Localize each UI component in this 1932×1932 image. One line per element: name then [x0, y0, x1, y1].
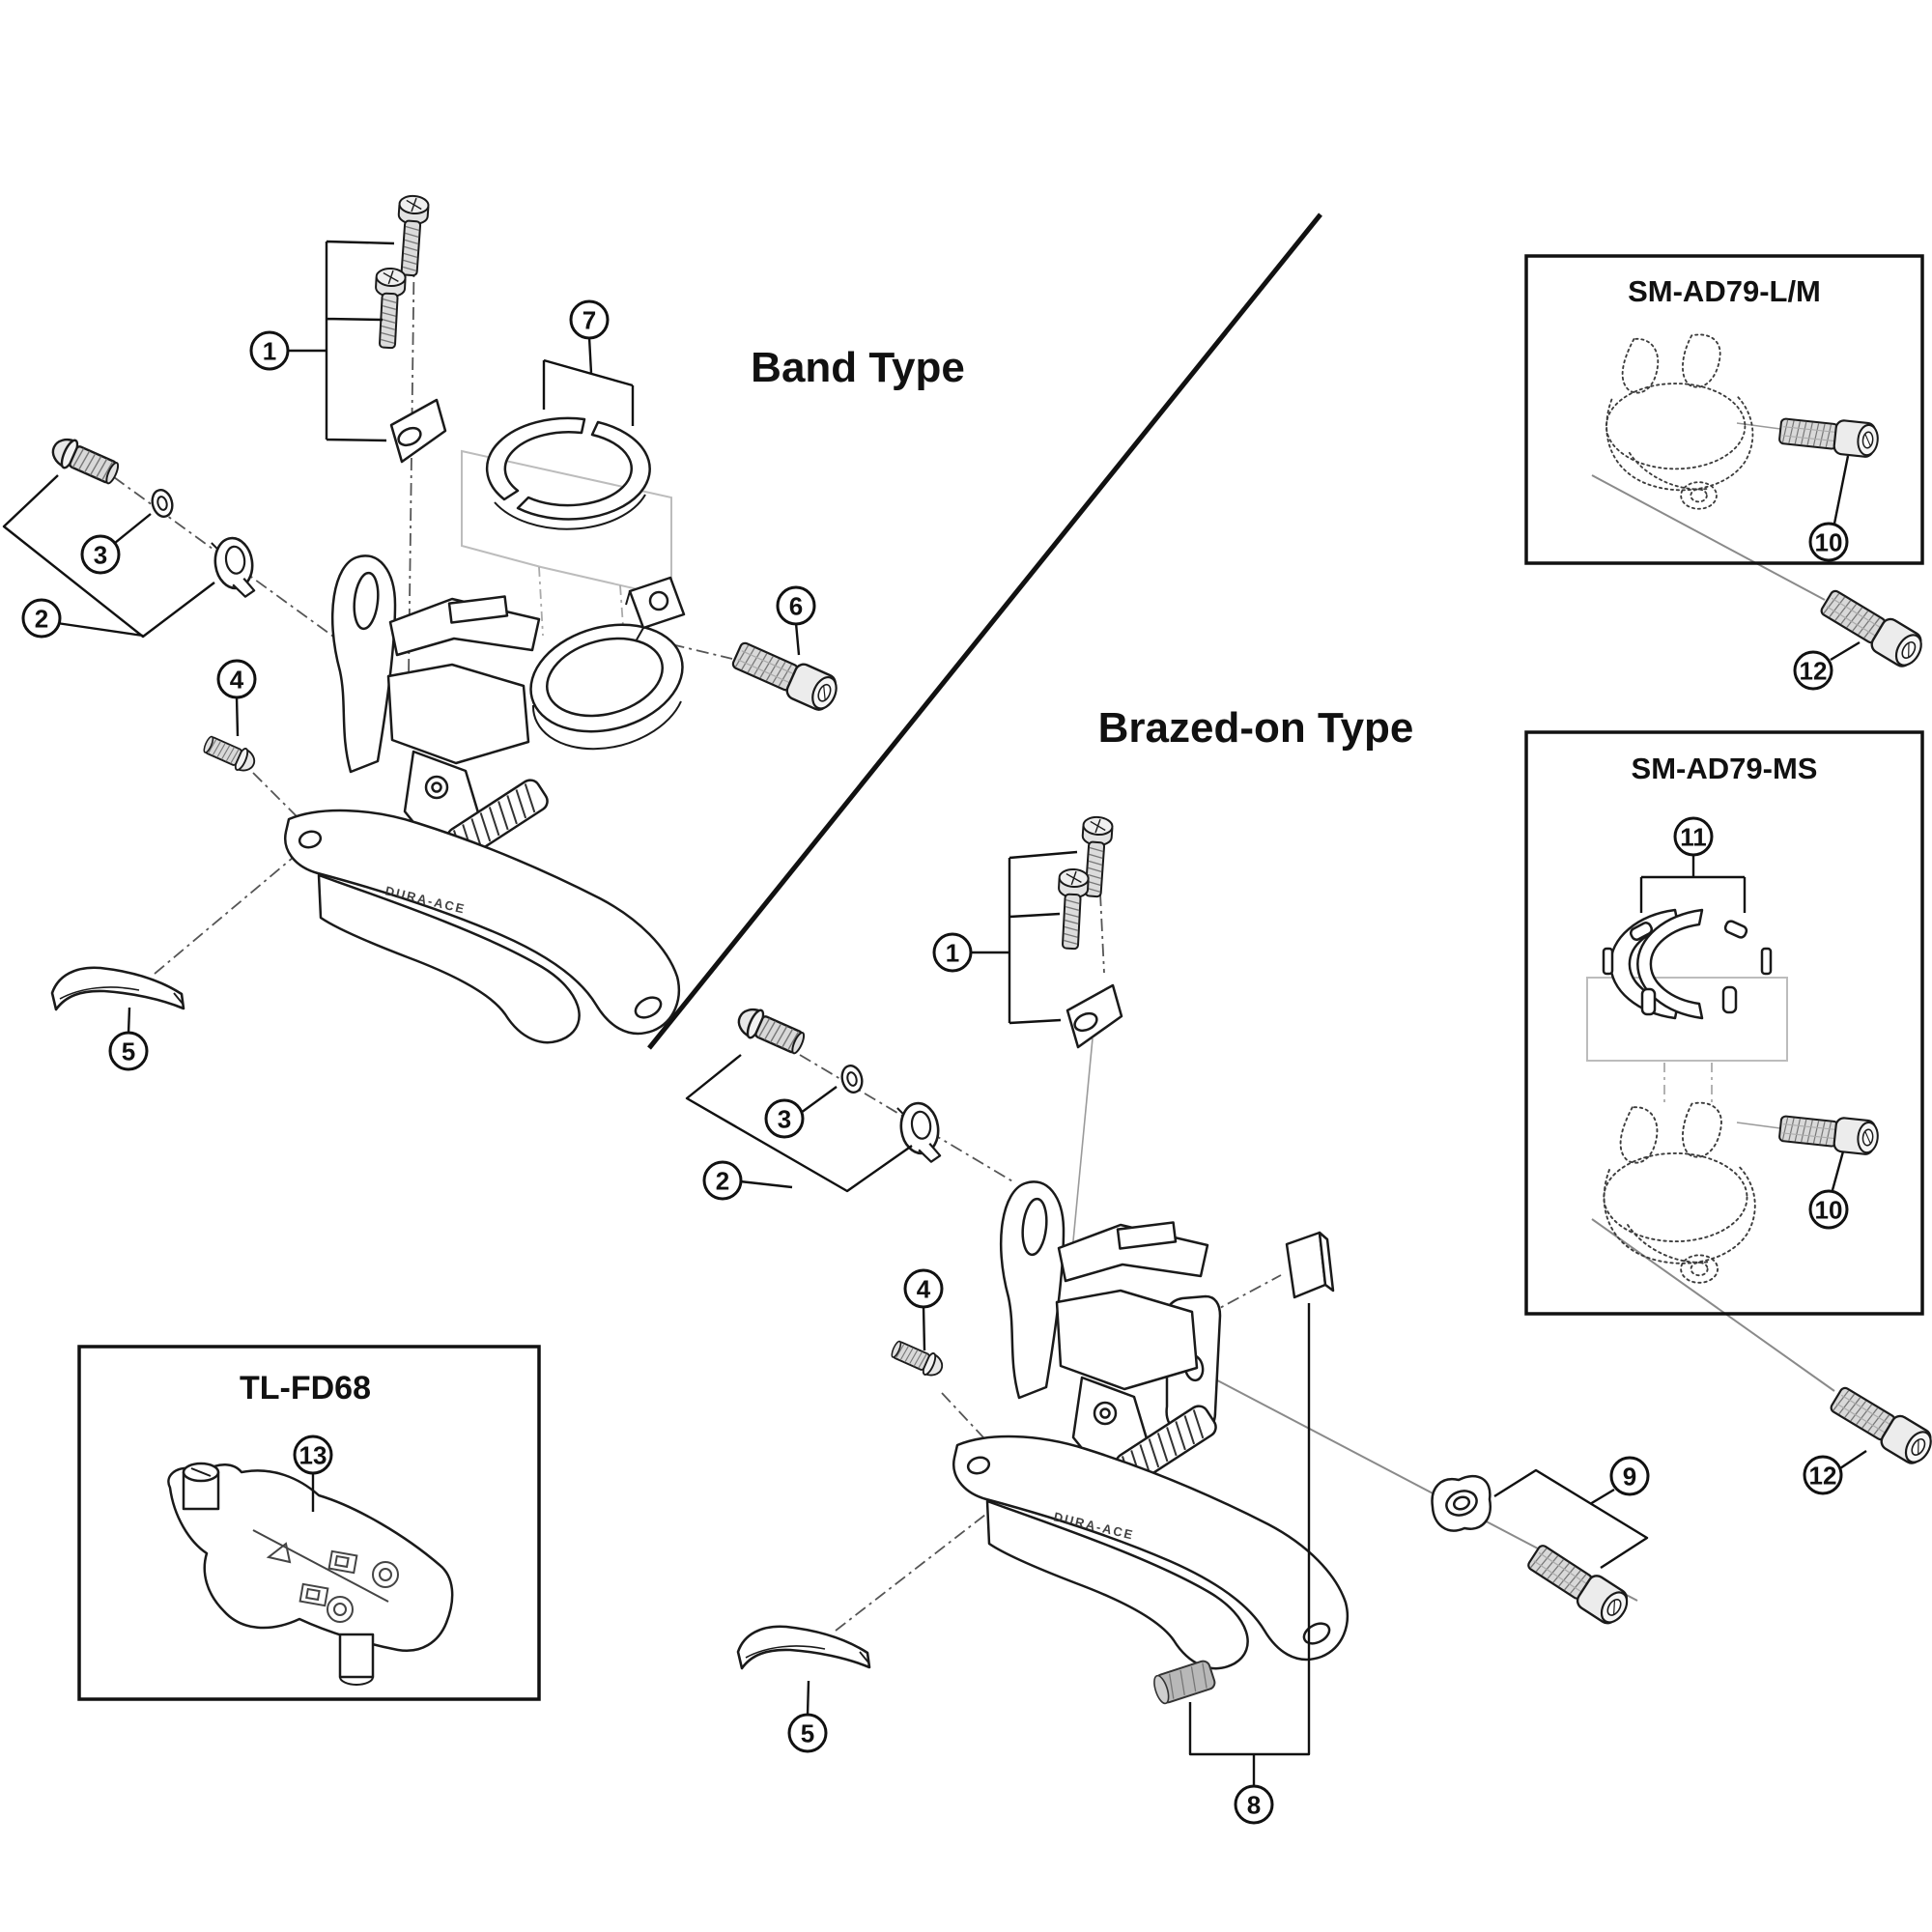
callout-7: 7 — [569, 299, 610, 340]
band-type-label: Band Type — [751, 344, 965, 391]
callout-2: 2 — [21, 598, 62, 639]
ms-clamp-band — [1602, 908, 1773, 1020]
band-adjust-bolt — [200, 731, 260, 777]
callout-4: 4 — [903, 1268, 944, 1309]
leader-lines — [2, 240, 1867, 1787]
tl-fd68-tool — [167, 1462, 454, 1686]
adapter-lm-bolt — [1777, 412, 1881, 460]
band-clamp-bolt-short — [371, 267, 408, 350]
band-stopper-plate — [210, 534, 259, 602]
adapter-fixing-bolt-lower — [1826, 1380, 1932, 1470]
callout-2: 2 — [702, 1160, 743, 1201]
tl-fd68-title: TL-FD68 — [240, 1370, 371, 1406]
sm-ad79-ms-title: SM-AD79-MS — [1632, 752, 1818, 785]
svg-text:10: 10 — [1815, 1195, 1843, 1224]
svg-text:5: 5 — [801, 1719, 814, 1747]
svg-text:3: 3 — [94, 540, 107, 569]
svg-text:3: 3 — [778, 1104, 791, 1133]
adapter-ms-bolt — [1777, 1110, 1881, 1157]
svg-text:8: 8 — [1247, 1790, 1261, 1819]
callout-10: 10 — [1808, 1189, 1849, 1230]
callout-13: 13 — [293, 1435, 333, 1475]
callout-5: 5 — [108, 1031, 149, 1071]
brazed-adjust-bolt — [888, 1336, 948, 1381]
brazed-support-bolt — [732, 1002, 810, 1060]
band-clamp-bolt-long — [393, 193, 431, 277]
callout-4: 4 — [216, 659, 257, 699]
svg-text:7: 7 — [582, 305, 596, 334]
callout-12: 12 — [1793, 650, 1833, 691]
callout-3: 3 — [764, 1098, 805, 1139]
band-clamp-pinch-bolt — [728, 636, 843, 716]
svg-text:4: 4 — [917, 1274, 931, 1303]
brazed-stopper-plate — [895, 1099, 945, 1167]
svg-text:9: 9 — [1623, 1462, 1636, 1491]
mount-pad — [1285, 1231, 1335, 1299]
adapter-ms-dotted — [1603, 1101, 1756, 1284]
callout-10: 10 — [1808, 522, 1849, 562]
backup-plate-nut — [1431, 1474, 1492, 1532]
svg-text:5: 5 — [122, 1037, 135, 1065]
brazed-on-derailleur — [953, 1181, 1348, 1668]
adapter-lm-dotted — [1605, 333, 1754, 510]
callout-8: 8 — [1234, 1784, 1274, 1825]
band-type-derailleur — [285, 555, 686, 1042]
brazed-on-parts — [732, 583, 1932, 1705]
mount-pin — [1153, 1660, 1216, 1705]
svg-text:13: 13 — [299, 1440, 327, 1469]
brazed-skid-plate — [736, 1625, 871, 1670]
band-type-parts — [46, 193, 843, 1011]
svg-text:12: 12 — [1800, 656, 1828, 685]
box-sm-ad79-ms — [1524, 730, 1924, 1316]
svg-text:10: 10 — [1815, 527, 1843, 556]
callout-12: 12 — [1803, 1455, 1843, 1495]
svg-text:1: 1 — [263, 336, 276, 365]
svg-text:4: 4 — [230, 665, 244, 694]
box-tl-fd68 — [77, 1345, 541, 1701]
band-washer — [148, 486, 177, 521]
callout-9: 9 — [1609, 1456, 1650, 1496]
brazed-washer — [838, 1062, 867, 1096]
callout-1: 1 — [249, 330, 290, 371]
svg-text:6: 6 — [789, 591, 803, 620]
svg-text:11: 11 — [1680, 822, 1707, 851]
backup-plate-bolt — [1522, 1538, 1634, 1631]
svg-text:2: 2 — [35, 604, 48, 633]
band-support-bolt — [46, 432, 124, 490]
sm-ad79-lm-title: SM-AD79-L/M — [1628, 274, 1821, 308]
svg-text:12: 12 — [1809, 1461, 1837, 1490]
callout-6: 6 — [776, 585, 816, 626]
callout-1: 1 — [932, 932, 973, 973]
callout-5: 5 — [787, 1713, 828, 1753]
section-divider-line — [647, 213, 1322, 1050]
brazed-on-type-label: Brazed-on Type — [1098, 704, 1414, 752]
box-sm-ad79-lm — [1524, 254, 1924, 565]
svg-text:2: 2 — [716, 1166, 729, 1195]
band-shim — [485, 416, 651, 530]
callout-3: 3 — [80, 534, 121, 575]
brazed-fixing-bolt-short — [1054, 867, 1091, 951]
band-skid-plate — [50, 966, 185, 1011]
svg-text:1: 1 — [946, 938, 959, 967]
callout-11: 11 — [1673, 816, 1714, 857]
